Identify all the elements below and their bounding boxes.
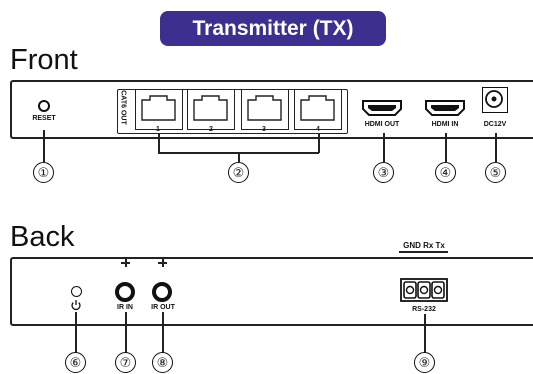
ir-in-jack-icon [115,282,135,302]
back-panel [10,257,533,326]
ir-out-label: IR OUT [151,304,175,311]
callout-line-2b [318,133,320,153]
callout-1: ① [33,162,54,183]
rs232-terminal-icon [400,278,448,307]
callout-line-3 [383,133,385,162]
callout-3: ③ [373,162,394,183]
rj45-port-3 [241,89,289,130]
callout-5: ⑤ [485,162,506,183]
dc12v-label: DC12V [483,121,507,128]
reset-label: RESET [32,115,56,122]
port-number-2: 2 [209,126,213,133]
callout-line-7 [125,312,127,354]
rj45-port-2 [187,89,235,130]
callout-line-2c [238,152,240,162]
port-number-1: 1 [156,126,160,133]
hdmi-in-port-icon [423,98,467,123]
ir-out-tick-cross [158,262,167,264]
front-title: Front [10,44,78,76]
reset-button-icon [38,100,50,112]
callout-2: ② [228,162,249,183]
callout-line-4 [445,133,447,162]
back-title: Back [10,221,75,253]
title-badge: Transmitter (TX) [160,11,386,46]
rs232-label: RS-232 [412,306,436,313]
callout-line-9 [424,314,426,354]
callout-6: ⑥ [65,352,86,373]
callout-line-5 [495,133,497,162]
callout-7: ⑦ [115,352,136,373]
callout-line-8 [162,312,164,354]
rs232-pin-labels: GND Rx Tx [403,241,445,250]
callout-4: ④ [435,162,456,183]
hdmi-in-label: HDMI IN [431,121,459,128]
rj45-port-4 [294,89,342,130]
ir-in-tick-cross [121,262,130,264]
dc-power-jack-icon [482,87,508,113]
callout-line-2a [158,133,160,153]
rs232-pin-underline [399,251,448,253]
callout-9: ⑨ [414,352,435,373]
rj45-port-1 [135,89,183,130]
ir-in-label: IR IN [117,304,133,311]
power-led-icon [71,286,82,297]
port-number-4: 4 [316,126,320,133]
port-number-3: 3 [262,126,266,133]
hdmi-out-port-icon [360,98,404,123]
ir-out-jack-icon [152,282,172,302]
power-symbol-icon [70,298,82,316]
hdmi-out-label: HDMI OUT [364,121,400,128]
cat6-out-label: CAT6 OUT [119,90,127,125]
callout-line-6 [75,312,77,354]
callout-line-1 [43,130,45,162]
callout-8: ⑧ [152,352,173,373]
